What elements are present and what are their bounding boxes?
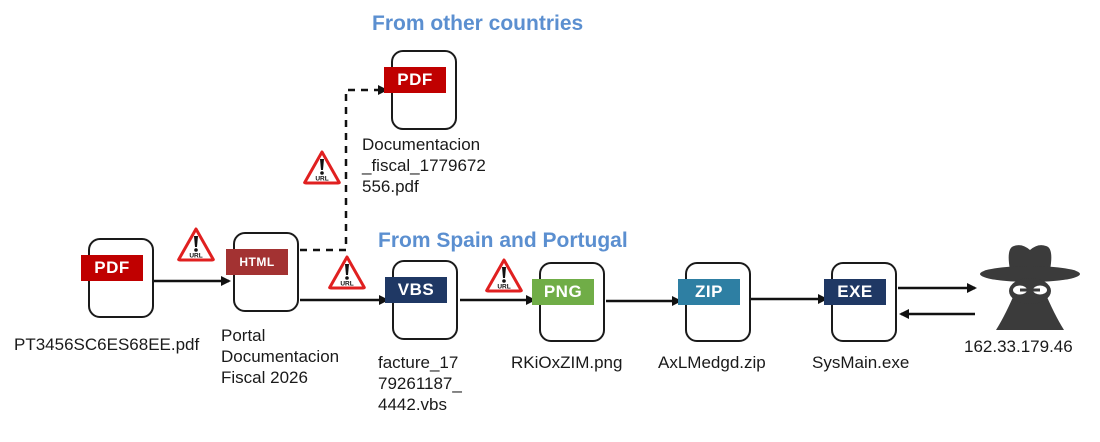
heading-spain-portugal: From Spain and Portugal bbox=[378, 229, 628, 252]
zip-file-icon: ZIP bbox=[678, 279, 740, 305]
label-html-portal: Portal Documentacion Fiscal 2026 bbox=[221, 326, 340, 387]
spy-hacker-icon bbox=[978, 244, 1082, 335]
label-vbs: facture_17 79261187_ 4442.vbs bbox=[378, 353, 462, 414]
pdf-file-icon: PDF bbox=[81, 255, 143, 281]
url-warning-text: URL bbox=[340, 281, 353, 288]
png-file-icon: PNG bbox=[532, 279, 594, 305]
label-pdf-other: Documentacion _fiscal_1779672 556.pdf bbox=[362, 135, 486, 196]
node-pdf-initial: PDF bbox=[81, 238, 154, 318]
url-warning-icon: URL bbox=[176, 226, 216, 262]
node-zip: ZIP bbox=[678, 262, 751, 342]
node-pdf-other: PDF bbox=[384, 50, 457, 130]
exe-file-icon: EXE bbox=[824, 279, 886, 305]
url-warning-icon: URL bbox=[484, 257, 524, 293]
node-exe: EXE bbox=[824, 262, 897, 342]
label-c2-ip: 162.33.179.46 bbox=[964, 337, 1073, 356]
vbs-file-icon: VBS bbox=[385, 277, 447, 303]
label-zip: AxLMedgd.zip bbox=[658, 353, 766, 372]
label-pdf-initial: PT3456SC6ES68EE.pdf bbox=[14, 335, 200, 354]
heading-other-countries: From other countries bbox=[372, 12, 584, 35]
node-vbs: VBS bbox=[385, 260, 458, 340]
url-warning-text: URL bbox=[497, 284, 510, 291]
url-warning-text: URL bbox=[315, 176, 328, 183]
html-file-icon: HTML bbox=[226, 249, 288, 275]
node-html-portal: HTML bbox=[226, 232, 299, 312]
pdf-file-icon: PDF bbox=[384, 67, 446, 93]
node-png: PNG bbox=[532, 262, 605, 342]
label-png: RKiOxZIM.png bbox=[511, 353, 623, 372]
url-warning-text: URL bbox=[189, 253, 202, 260]
label-exe: SysMain.exe bbox=[812, 353, 910, 372]
arrow-html-to-pdf-other bbox=[300, 85, 388, 252]
url-warning-icon: URL bbox=[327, 254, 367, 290]
url-warning-icon: URL bbox=[302, 149, 342, 185]
